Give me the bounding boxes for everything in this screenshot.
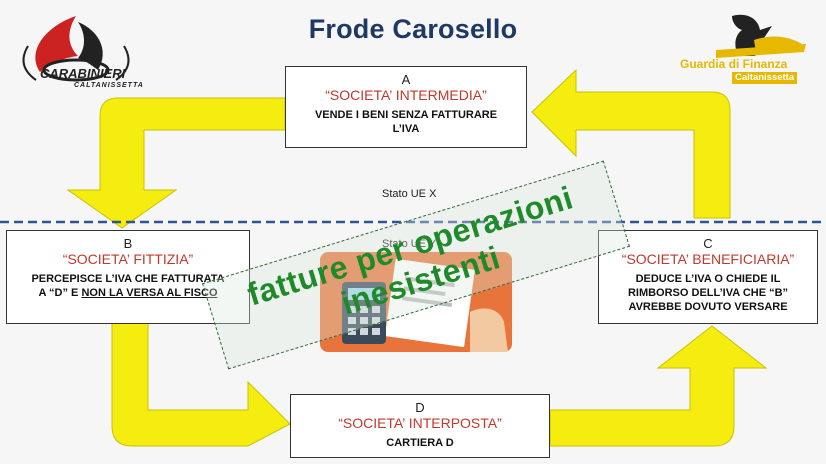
box-b-letter: B <box>123 236 133 251</box>
arrow-d-to-c <box>549 325 768 447</box>
arrow-a-to-b <box>66 97 286 229</box>
box-a-letter: A <box>401 72 411 87</box>
box-b-name: “SOCIETA’ FITTIZIA” <box>62 251 194 267</box>
arrow-c-to-a <box>531 68 731 219</box>
box-b-desc1: PERCEPISCE L’IVA CHE FATTURATA <box>31 273 225 285</box>
griffin-icon <box>716 14 806 58</box>
box-b-desc2b: NON LA VERSA AL FISCO <box>81 287 218 299</box>
invoice-calculator-icon <box>320 252 512 352</box>
arrow-b-to-d <box>111 321 291 447</box>
box-c-desc1: DEDUCE L’IVA O CHIEDE IL <box>635 273 781 285</box>
guardia-finanza-name: Guardia di Finanza <box>680 57 788 71</box>
box-c-desc2: RIMBORSO DELL’IVA CHE “B” <box>627 287 789 299</box>
box-d-desc1: CARTIERA D <box>386 437 454 449</box>
box-c-name: “SOCIETA’ BENEFICIARIA” <box>621 251 795 267</box>
box-b-desc2a: A “D” E <box>38 287 82 299</box>
box-c-letter: C <box>703 236 713 251</box>
state-label-top: Stato UE X <box>382 188 437 200</box>
box-a-societa-intermedia: A “SOCIETA’ INTERMEDIA” VENDE I BENI SEN… <box>285 66 527 148</box>
state-label-bottom: Stato UE Y <box>382 238 437 250</box>
carabinieri-logo <box>6 6 156 102</box>
box-a-desc2: L’IVA <box>392 123 420 135</box>
box-a-name: “SOCIETA’ INTERMEDIA” <box>325 87 487 103</box>
page-title: Frode Carosello <box>308 14 518 44</box>
box-b-societa-fittizia: B “SOCIETA’ FITTIZIA” PERCEPISCE L’IVA C… <box>6 230 250 324</box>
box-b-desc2: A “D” E NON LA VERSA AL FISCO <box>7 286 249 300</box>
box-d-name: “SOCIETA’ INTERPOSTA” <box>338 415 502 431</box>
box-c-desc3: AVREBBE DOVUTO VERSARE <box>628 301 788 313</box>
carabinieri-flame-icon <box>22 16 130 82</box>
box-a-desc1: VENDE I BENI SENZA FATTURARE <box>314 109 498 121</box>
carabinieri-sub: CALTANISSETTA <box>74 82 144 89</box>
carabinieri-name: CARABINIERI <box>40 66 126 81</box>
guardia-finanza-logo <box>676 10 816 88</box>
box-c-societa-beneficiaria: C “SOCIETA’ BENEFICIARIA” DEDUCE L’IVA O… <box>598 230 818 324</box>
guardia-finanza-sub: Caltanissetta <box>732 72 798 84</box>
box-d-societa-interposta: D “SOCIETA’ INTERPOSTA” CARTIERA D <box>290 394 550 458</box>
box-d-letter: D <box>415 400 425 415</box>
